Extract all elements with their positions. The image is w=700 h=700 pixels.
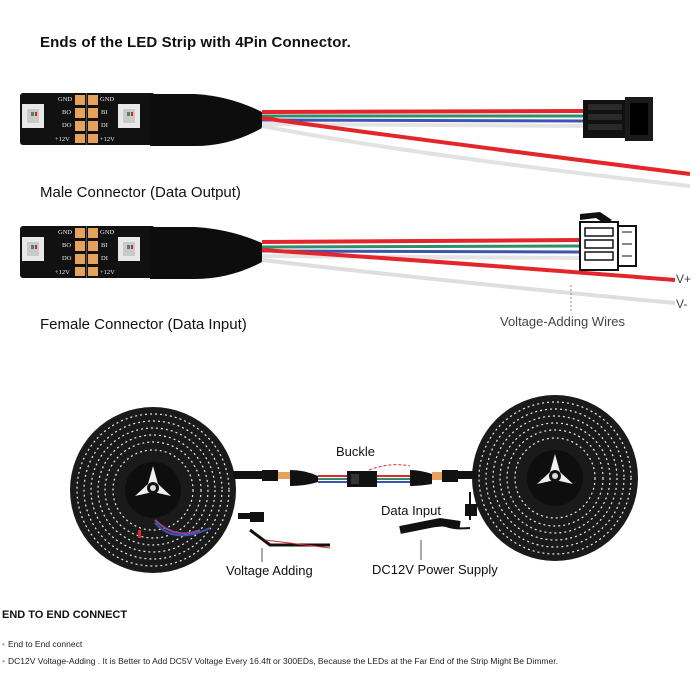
pad-label: +12V xyxy=(55,136,70,143)
pad-label: GND xyxy=(58,229,72,236)
voltage-adding-wires-label: Voltage-Adding Wires xyxy=(500,314,626,329)
data-input-label: Data Input xyxy=(381,503,441,518)
bullet-icon: • xyxy=(2,639,5,649)
led-reel-left xyxy=(70,407,236,573)
led-reel-right xyxy=(472,395,638,561)
pad-label: GND xyxy=(58,96,72,103)
vplus-label: V+ xyxy=(676,272,692,286)
buckle-label: Buckle xyxy=(336,444,376,459)
male-strip xyxy=(20,93,691,188)
pad-label: +12V xyxy=(55,269,70,276)
male-connector-label: Male Connector (Data Output) xyxy=(40,184,241,201)
power-supply-label: DC12V Power Supply xyxy=(372,562,498,577)
pad-label: DI xyxy=(101,122,108,129)
bullet-text: DC12V Voltage-Adding . It is Better to A… xyxy=(7,656,558,666)
pad-label: +12V xyxy=(100,269,115,276)
bullet-icon: • xyxy=(2,656,5,666)
bullet-item: •DC12V Voltage-Adding . It is Better to … xyxy=(2,656,558,666)
pad-label: GND xyxy=(100,96,114,103)
female-connector-label: Female Connector (Data Input) xyxy=(40,316,247,333)
section-heading: END TO END CONNECT xyxy=(2,609,128,621)
buckle-connection xyxy=(154,464,478,562)
pad-label: DO xyxy=(62,122,72,129)
bullet-item: •End to End connect xyxy=(2,639,82,649)
pad-label: +12V xyxy=(100,136,115,143)
female-strip xyxy=(20,212,676,312)
pad-label: BI xyxy=(101,242,108,249)
pad-label: BO xyxy=(62,109,71,116)
pad-label: GND xyxy=(100,229,114,236)
voltage-adding-label: Voltage Adding xyxy=(226,563,313,578)
pad-label: BO xyxy=(62,242,71,249)
vminus-label: V- xyxy=(676,297,688,311)
page-title: Ends of the LED Strip with 4Pin Connecto… xyxy=(40,34,351,51)
pad-label: DO xyxy=(62,255,72,262)
pad-label: BI xyxy=(101,109,108,116)
pad-label: DI xyxy=(101,255,108,262)
bullet-text: End to End connect xyxy=(7,639,83,649)
